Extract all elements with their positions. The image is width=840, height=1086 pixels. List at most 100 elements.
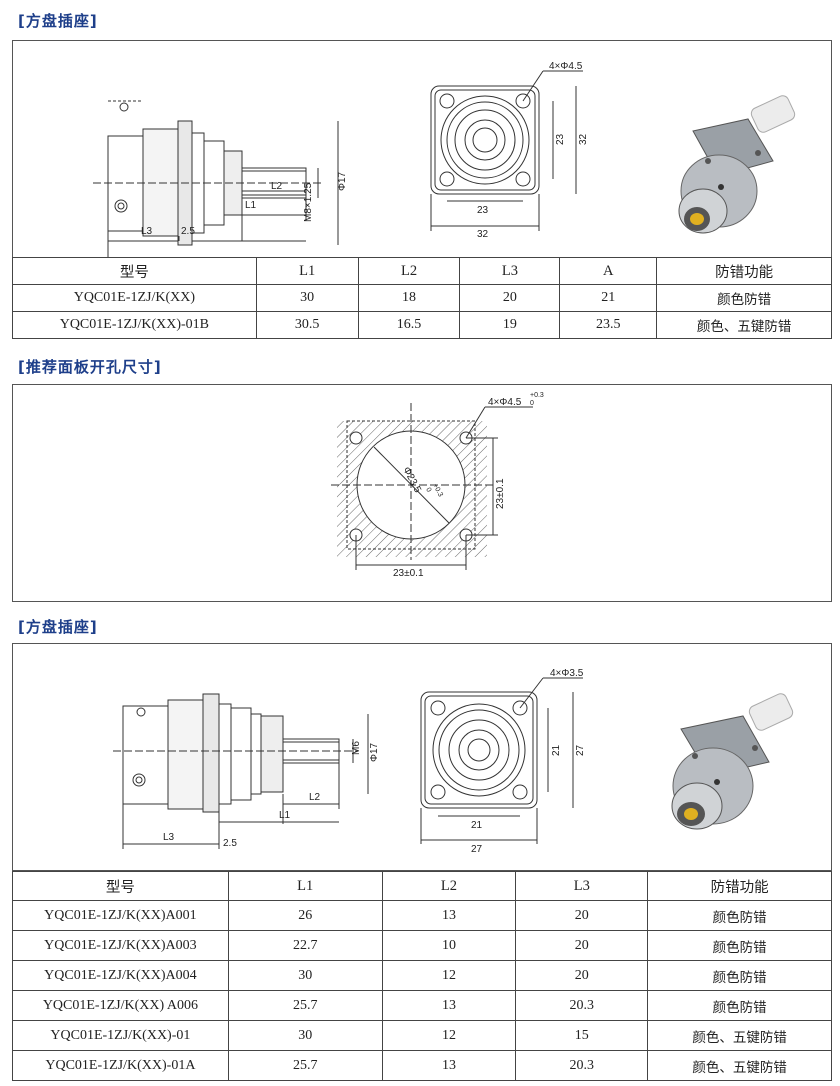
cell-l3: 20	[515, 960, 649, 991]
header-l3: L3	[459, 257, 561, 285]
table-row: YQC01E-1ZJ/K(XX) A006 25.7 13 20.3 颜色防错	[12, 990, 832, 1021]
cell-model: YQC01E-1ZJ/K(XX)-01	[12, 1020, 229, 1051]
cell-function: 颜色、五键防错	[656, 311, 832, 339]
cell-l2: 13	[381, 1050, 517, 1081]
outer-height-1: 32	[578, 133, 589, 145]
cell-a: 23.5	[559, 311, 658, 339]
cell-function: 颜色防错	[647, 930, 832, 961]
cutout-dia-tol-low: 0	[424, 487, 432, 494]
cell-function: 颜色防错	[647, 900, 832, 931]
header-l1: L1	[255, 257, 359, 285]
spec-table-2: 型号 L1 L2 L3 防错功能 YQC01E-1ZJ/K(XX)A001 26…	[12, 871, 832, 1081]
cell-l2: 12	[381, 960, 517, 991]
header-l3: L3	[515, 871, 649, 901]
header-l1: L1	[227, 871, 383, 901]
cell-model: YQC01E-1ZJ/K(XX)-01B	[12, 311, 257, 339]
cutout-holes-tol-low: 0	[530, 400, 534, 407]
inner-height-1: 23	[555, 133, 566, 145]
table-header-row: 型号 L1 L2 L3 防错功能	[12, 871, 832, 901]
cell-l3: 15	[515, 1020, 649, 1051]
cell-function: 颜色防错	[647, 990, 832, 1021]
cell-l1: 30	[255, 284, 359, 312]
thread-label-2: M6	[351, 741, 362, 755]
table-row: YQC01E-1ZJ/K(XX)A003 22.7 10 20 颜色防错	[12, 930, 832, 961]
l3-label-2: L3	[163, 832, 175, 843]
connector-drawing-1: M8×1.25 Φ17 L2 L1 L3 2.5 4×	[93, 61, 796, 263]
outer-width-1: 32	[477, 229, 489, 240]
cell-model: YQC01E-1ZJ/K(XX)A001	[12, 900, 229, 931]
cell-l2: 13	[381, 900, 517, 931]
cell-l2: 10	[381, 930, 517, 961]
cell-l1: 30.5	[255, 311, 359, 339]
inner-width-2: 21	[471, 820, 483, 831]
cell-a: 21	[559, 284, 658, 312]
cutout-height-label: 23±0.1	[495, 478, 506, 509]
cell-function: 颜色防错	[647, 960, 832, 991]
table-row: YQC01E-1ZJ/K(XX)A004 30 12 20 颜色防错	[12, 960, 832, 991]
cell-l1: 25.7	[227, 990, 383, 1021]
header-a: A	[559, 257, 658, 285]
dia-label-2: Φ17	[369, 742, 380, 762]
cell-l2: 12	[381, 1020, 517, 1051]
section-title-1: [方盘插座]	[18, 12, 98, 30]
gap-label-2: 2.5	[223, 838, 237, 849]
table-row: YQC01E-1ZJ/K(XX)-01A 25.7 13 20.3 颜色、五键防…	[12, 1050, 832, 1081]
l1-label-1: L1	[245, 200, 257, 211]
dia-label-1: Φ17	[337, 171, 348, 191]
cutout-holes-tol: +0.3	[530, 392, 544, 399]
table-row: YQC01E-1ZJ/K(XX) 30 18 20 21 颜色防错	[12, 284, 832, 312]
cell-l3: 20.3	[515, 990, 649, 1021]
cell-function: 颜色、五键防错	[647, 1020, 832, 1051]
cell-l1: 22.7	[227, 930, 383, 961]
header-model: 型号	[12, 257, 257, 285]
cell-model: YQC01E-1ZJ/K(XX) A006	[12, 990, 229, 1021]
cell-l2: 18	[357, 284, 461, 312]
cell-l1: 26	[227, 900, 383, 931]
cell-l3: 20.3	[515, 1050, 649, 1081]
outer-height-2: 27	[575, 744, 586, 756]
cutout-panel: 4×Φ4.5 +0.3 0 Φ23.5 +0.3 0 23±0.1 23±0.1	[12, 384, 832, 602]
cell-l3: 19	[459, 311, 561, 339]
gap-label-1: 2.5	[181, 226, 195, 237]
drawing-panel-1: M8×1.25 Φ17 L2 L1 L3 2.5 4×	[12, 40, 832, 263]
cutout-drawing: 4×Φ4.5 +0.3 0 Φ23.5 +0.3 0 23±0.1 23±0.1	[331, 392, 544, 579]
inner-width-1: 23	[477, 205, 489, 216]
section-title-3: [方盘插座]	[18, 618, 98, 636]
table-row: YQC01E-1ZJ/K(XX)-01B 30.5 16.5 19 23.5 颜…	[12, 311, 832, 339]
l3-label-1: L3	[141, 226, 153, 237]
cell-model: YQC01E-1ZJ/K(XX)-01A	[12, 1050, 229, 1081]
product-photo-1	[678, 95, 796, 234]
l2-label-2: L2	[309, 792, 321, 803]
cell-l2: 16.5	[357, 311, 461, 339]
l2-label-1: L2	[271, 181, 283, 192]
table-row: YQC01E-1ZJ/K(XX)A001 26 13 20 颜色防错	[12, 900, 832, 931]
cell-function: 颜色防错	[656, 284, 832, 312]
cell-function: 颜色、五键防错	[647, 1050, 832, 1081]
section-title-2: [推荐面板开孔尺寸]	[18, 358, 162, 376]
cell-l1: 25.7	[227, 1050, 383, 1081]
cell-model: YQC01E-1ZJ/K(XX)	[12, 284, 257, 312]
holes-label-1: 4×Φ4.5	[549, 61, 583, 72]
table-row: YQC01E-1ZJ/K(XX)-01 30 12 15 颜色、五键防错	[12, 1020, 832, 1051]
cell-l3: 20	[515, 900, 649, 931]
header-function: 防错功能	[647, 871, 832, 901]
holes-label-2: 4×Φ3.5	[550, 668, 584, 679]
drawing-panel-2: M6 Φ17 L2 L1 L3 2.5 4×Φ3.5 2	[12, 643, 832, 871]
connector-drawing-2: M6 Φ17 L2 L1 L3 2.5 4×Φ3.5 2	[113, 668, 794, 855]
cell-l3: 20	[515, 930, 649, 961]
header-model: 型号	[12, 871, 229, 901]
header-l2: L2	[381, 871, 517, 901]
header-function: 防错功能	[656, 257, 832, 285]
cell-l3: 20	[459, 284, 561, 312]
product-photo-2	[671, 693, 794, 830]
cell-l1: 30	[227, 1020, 383, 1051]
outer-width-2: 27	[471, 844, 483, 855]
cell-model: YQC01E-1ZJ/K(XX)A004	[12, 960, 229, 991]
l1-label-2: L1	[279, 810, 291, 821]
thread-label-1: M8×1.25	[303, 182, 314, 222]
inner-height-2: 21	[551, 744, 562, 756]
cell-model: YQC01E-1ZJ/K(XX)A003	[12, 930, 229, 961]
cell-l1: 30	[227, 960, 383, 991]
cell-l2: 13	[381, 990, 517, 1021]
header-l2: L2	[357, 257, 461, 285]
